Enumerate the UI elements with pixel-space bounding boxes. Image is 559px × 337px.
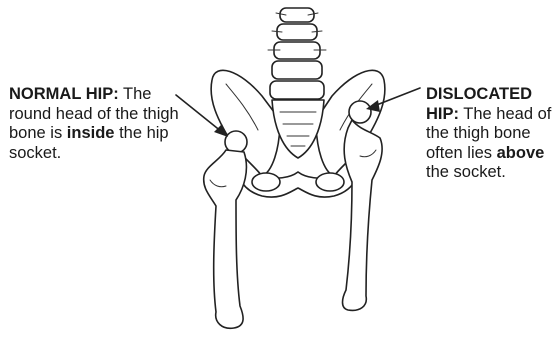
spine bbox=[268, 8, 326, 99]
right-femur bbox=[343, 101, 383, 310]
dislocated-hip-label: DISLOCATED HIP: The head of the thigh bo… bbox=[426, 85, 556, 183]
left-femur bbox=[204, 131, 247, 328]
dislocated-hip-emphasis: above bbox=[497, 144, 545, 162]
normal-hip-label: NORMAL HIP: The round head of the thigh … bbox=[9, 85, 184, 163]
dislocated-hip-text-2: the socket. bbox=[426, 163, 506, 181]
normal-hip-emphasis: inside bbox=[67, 124, 115, 142]
normal-hip-title: NORMAL HIP: bbox=[9, 85, 119, 103]
